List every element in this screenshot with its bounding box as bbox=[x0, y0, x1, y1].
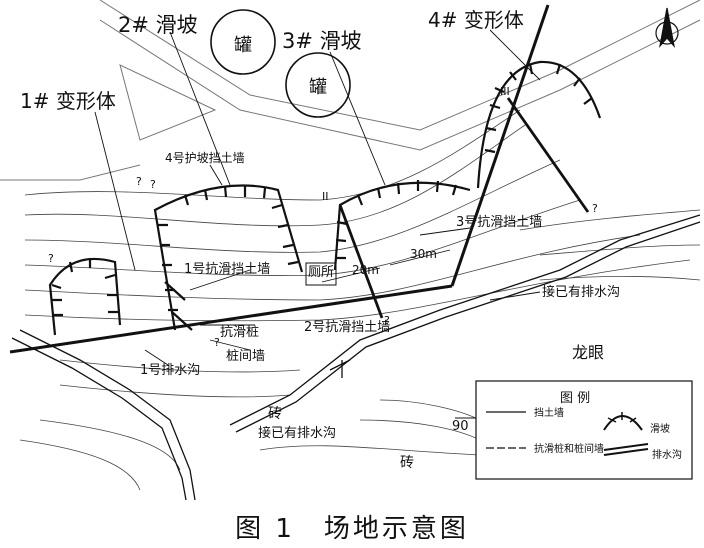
label-q3: ? bbox=[384, 314, 390, 327]
legend-retaining-wall: 挡土墙 bbox=[534, 406, 564, 419]
landslide-1 bbox=[48, 257, 122, 336]
label-slide2: 2# 滑坡 bbox=[118, 13, 198, 37]
label-ditch1: 1号排水沟 bbox=[140, 363, 200, 378]
label-q1: ? bbox=[136, 175, 142, 188]
site-plan-figure: 2# 滑坡 3# 滑坡 4# 变形体 1# 变形体 罐 罐 4号护坡挡土墙 1号… bbox=[0, 0, 701, 500]
label-pile: 抗滑桩 bbox=[220, 325, 259, 340]
existing-drains bbox=[11, 214, 701, 500]
label-roman3: III bbox=[500, 85, 510, 98]
landslide-3 bbox=[333, 180, 471, 319]
legend-title: 图 例 bbox=[560, 391, 590, 406]
label-pile-wall: 桩间墙 bbox=[226, 349, 265, 364]
legend-box bbox=[475, 380, 693, 480]
legend-drain: 排水沟 bbox=[652, 448, 682, 461]
label-wall1: 1号抗滑挡土墙 bbox=[184, 262, 270, 277]
landslide-2 bbox=[153, 184, 304, 331]
road-outlines bbox=[0, 0, 701, 181]
label-tank1: 罐 bbox=[234, 35, 252, 56]
label-toilet: 厕所 bbox=[308, 265, 334, 280]
main-drain-line bbox=[9, 284, 453, 354]
label-wall3: 3号抗滑挡土墙 bbox=[456, 215, 542, 230]
label-q6: ? bbox=[150, 178, 156, 191]
label-brick1: 砖 bbox=[268, 406, 282, 422]
label-brick2: 砖 bbox=[400, 455, 414, 471]
label-roman2: II bbox=[322, 190, 329, 203]
label-d30: 30m bbox=[410, 247, 437, 261]
label-slide3: 3# 滑坡 bbox=[282, 29, 362, 53]
label-q2: ? bbox=[214, 336, 220, 349]
leader-lines bbox=[94, 29, 541, 419]
label-wall2: 2号抗滑挡土墙 bbox=[304, 320, 390, 335]
label-deform4: 4# 变形体 bbox=[428, 8, 524, 32]
label-d20: 20m bbox=[352, 263, 379, 277]
label-longyan: 龙眼 bbox=[572, 343, 604, 362]
deformation-4 bbox=[476, 60, 602, 213]
label-deform1: 1# 变形体 bbox=[20, 89, 116, 113]
label-connect-a: 接已有排水沟 bbox=[542, 284, 620, 300]
label-tank2: 罐 bbox=[309, 77, 327, 98]
drain-4-line bbox=[450, 4, 550, 287]
toilet-box bbox=[305, 262, 337, 286]
north-arrow-icon bbox=[655, 7, 679, 49]
dimension-lines bbox=[321, 249, 451, 283]
tank-2-circle bbox=[285, 52, 351, 118]
tank-1-circle bbox=[210, 9, 276, 75]
label-q4: ? bbox=[592, 202, 598, 215]
label-connect-b: 接已有排水沟 bbox=[258, 425, 336, 441]
label-num90: 90 bbox=[452, 419, 469, 434]
label-wall4: 4号护坡挡土墙 bbox=[165, 151, 245, 165]
legend-landslide: 滑坡 bbox=[650, 422, 670, 435]
label-q5: ? bbox=[48, 252, 54, 265]
legend-pile-and-wall: 抗滑桩和桩间墙 bbox=[534, 442, 604, 455]
figure-caption: 图 1 场地示意图 bbox=[235, 514, 469, 544]
